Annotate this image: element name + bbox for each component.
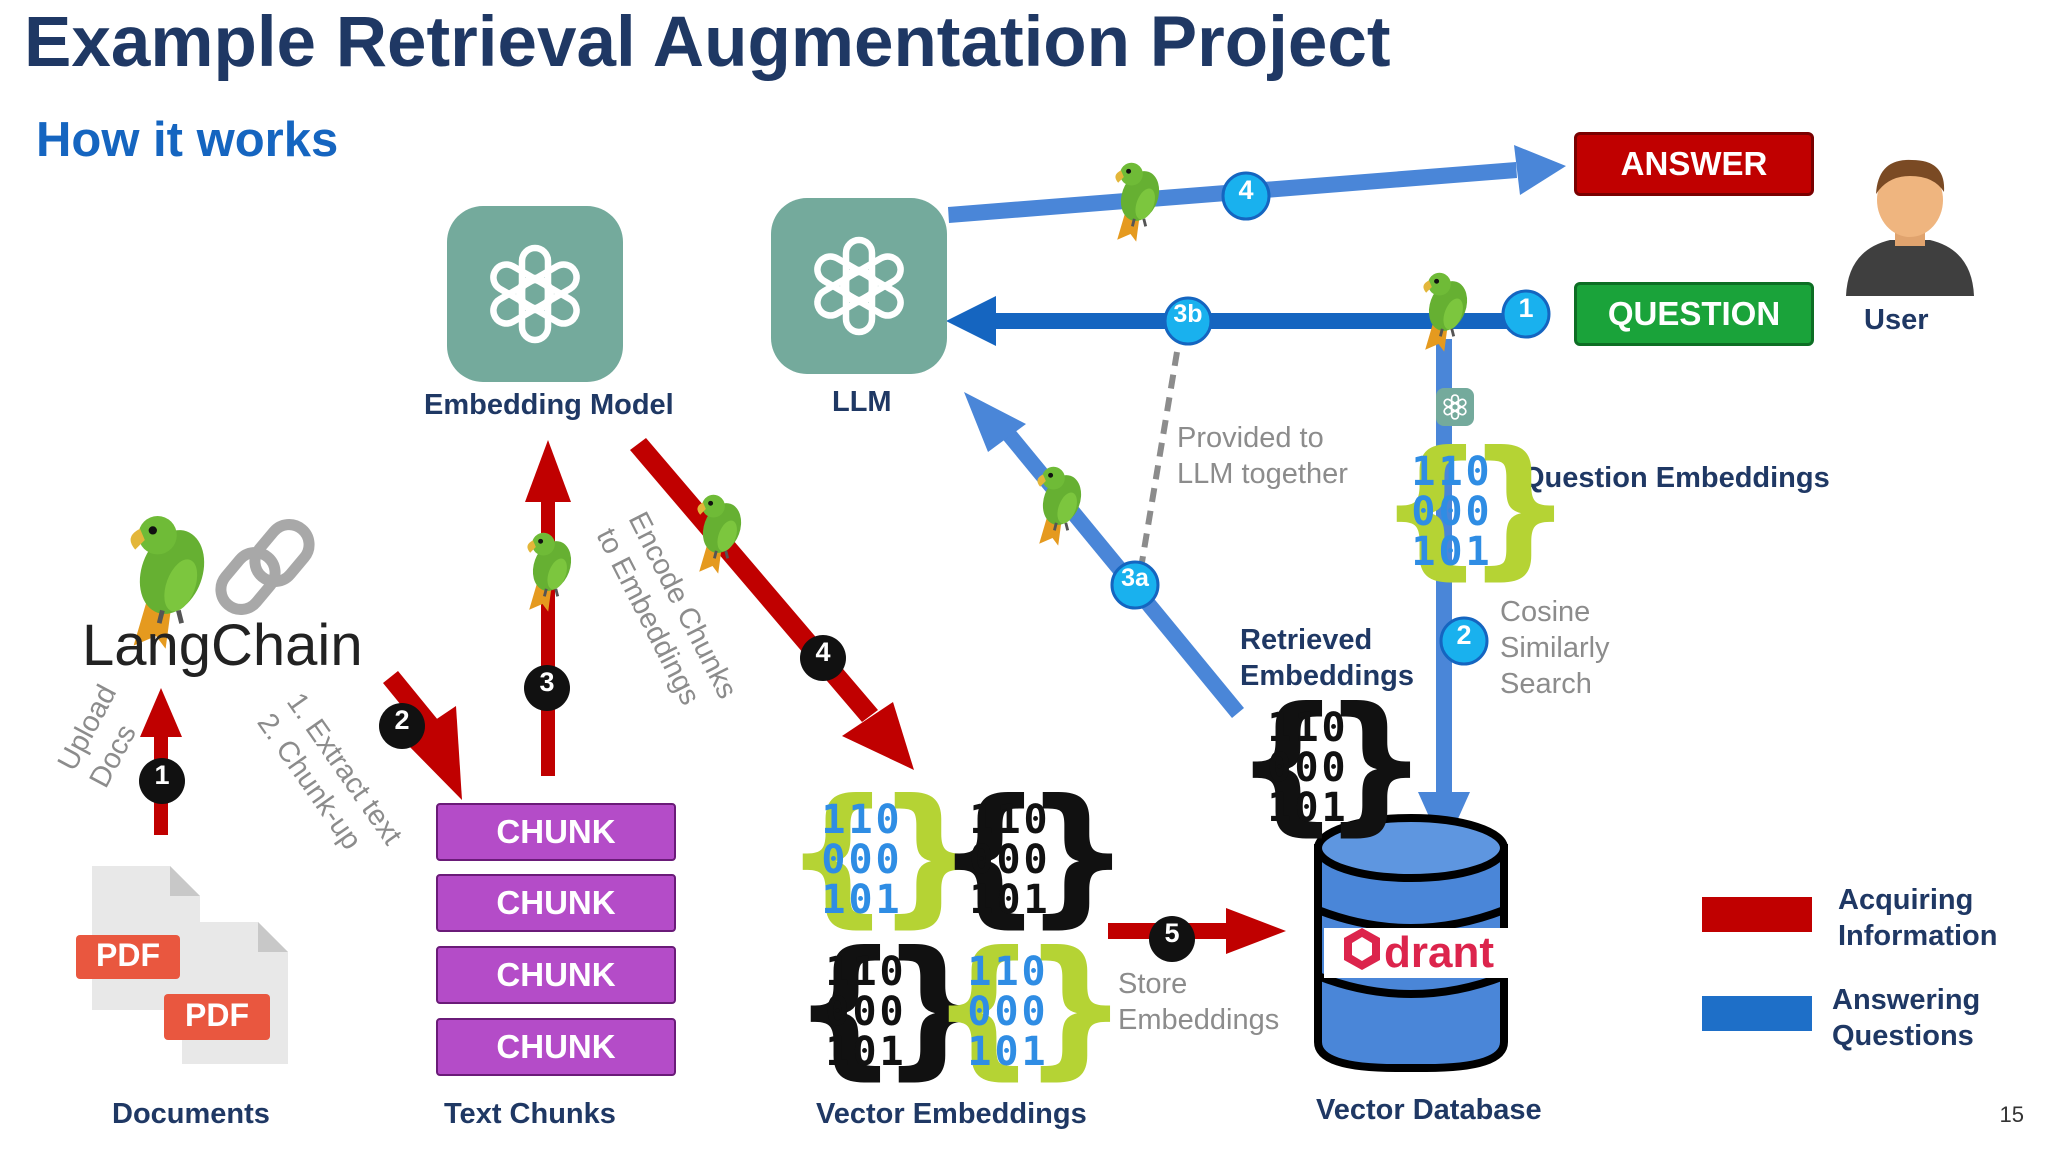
text-chunk: CHUNK [436, 803, 676, 861]
bits-row: 110 [969, 797, 1051, 843]
bits-row: 000 [1411, 489, 1493, 535]
badge-upload: 1 [154, 760, 170, 790]
bits-row: 110 [821, 797, 903, 843]
user-label: User [1864, 304, 1929, 336]
arrow-question-to-db [1436, 339, 1452, 794]
retrieved-embeddings-label: Retrieved Embeddings [1240, 624, 1415, 692]
legend-red-swatch [1702, 897, 1812, 932]
bits-row: 110 [967, 949, 1049, 995]
parrot-icon [1034, 465, 1090, 548]
arrow-upload-head [140, 688, 182, 737]
bits-row: 000 [1267, 745, 1349, 791]
pdf-file-icon [76, 866, 288, 1064]
badge-question: 1 [1518, 293, 1534, 323]
bits-row: 101 [821, 877, 903, 923]
bits-row: 101 [1411, 529, 1493, 575]
badge-extract: 2 [394, 705, 410, 735]
documents-label: Documents [112, 1098, 270, 1130]
pdf-label: PDF [185, 997, 249, 1033]
answer-box: ANSWER [1574, 132, 1814, 196]
database-icon [1314, 814, 1508, 1072]
bits-row: 000 [821, 837, 903, 883]
text-chunk: CHUNK [436, 946, 676, 1004]
badge-3b: 3b [1173, 300, 1203, 328]
store-embeddings-label: Store Embeddings [1118, 968, 1280, 1036]
bits-row: 101 [969, 877, 1051, 923]
llm-openai-icon [771, 198, 947, 374]
chain-link-icon [215, 519, 315, 615]
llm-label: LLM [832, 386, 892, 418]
legend-answering-label: Answering Questions [1832, 984, 1981, 1052]
vector-database-label: Vector Database [1316, 1094, 1542, 1126]
small-openai-icon [1436, 388, 1474, 426]
bits-row: 000 [967, 989, 1049, 1035]
badge-encode: 4 [815, 637, 831, 667]
arrow-question-to-llm [992, 313, 1522, 329]
dashed-provided-line [1139, 351, 1180, 563]
badge-store: 5 [1164, 918, 1180, 948]
text-chunks-label: Text Chunks [444, 1098, 616, 1130]
bits-row: 110 [825, 949, 907, 995]
badge-3a: 3a [1121, 564, 1149, 592]
red-badges [139, 635, 1195, 962]
question-box: QUESTION [1574, 282, 1814, 346]
qdrant-brand-text: drant [1384, 928, 1494, 977]
text-chunk: CHUNK [436, 874, 676, 932]
bits-row: 110 [1267, 705, 1349, 751]
bits-row: 101 [825, 1029, 907, 1075]
pdf-label: PDF [96, 937, 160, 973]
langchain-logo-text: LangChain [82, 613, 363, 678]
user-avatar-icon [1846, 159, 1974, 296]
cosine-search-label: Cosine Similarly Search [1500, 596, 1610, 700]
legend-acquiring-label: Acquiring Information [1838, 884, 1998, 952]
badge-cosine: 2 [1456, 620, 1472, 650]
legend-blue-swatch [1702, 996, 1812, 1031]
bits-row: 000 [825, 989, 907, 1035]
bits-row: 101 [1267, 785, 1349, 831]
slide-title: Example Retrieval Augmentation Project [24, 3, 1391, 82]
badge-embed: 3 [539, 667, 555, 697]
page-number: 15 [1999, 1102, 2024, 1127]
bits-row: 110 [1411, 449, 1493, 495]
bits-row: 000 [969, 837, 1051, 883]
arrow-extract [383, 671, 438, 732]
slide-subtitle: How it works [36, 113, 339, 167]
question-embeddings-label: Question Embeddings [1522, 462, 1830, 494]
embedding-model-label: Embedding Model [424, 389, 674, 421]
bits-row: 101 [967, 1029, 1049, 1075]
blue-badges [1110, 171, 1551, 666]
vector-embeddings-label: Vector Embeddings [816, 1098, 1087, 1130]
provided-together-label: Provided to LLM together [1177, 422, 1348, 490]
text-chunk: CHUNK [436, 1018, 676, 1076]
badge-answer: 4 [1238, 175, 1254, 205]
embedding-model-openai-icon [447, 206, 623, 382]
